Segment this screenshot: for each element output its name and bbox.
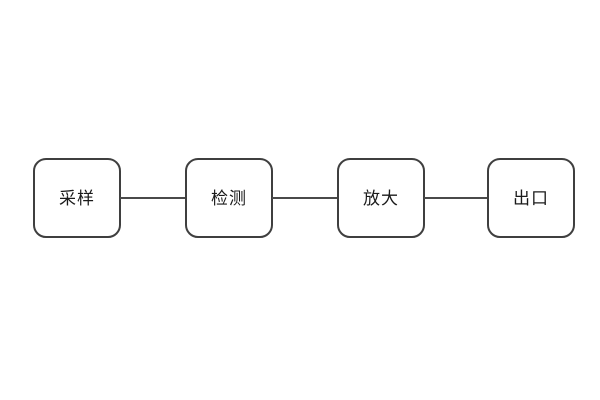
- flow-node-label: 放大: [363, 188, 399, 208]
- flow-node-label: 检测: [211, 188, 247, 208]
- flow-node-label: 采样: [59, 188, 95, 208]
- connector-line-1: [120, 197, 186, 199]
- flow-node-label: 出口: [513, 188, 549, 208]
- flow-node-amplify: 放大: [337, 158, 425, 238]
- connector-line-3: [424, 197, 488, 199]
- flow-node-output: 出口: [487, 158, 575, 238]
- flow-node-detection: 检测: [185, 158, 273, 238]
- flow-node-sampling: 采样: [33, 158, 121, 238]
- connector-line-2: [272, 197, 338, 199]
